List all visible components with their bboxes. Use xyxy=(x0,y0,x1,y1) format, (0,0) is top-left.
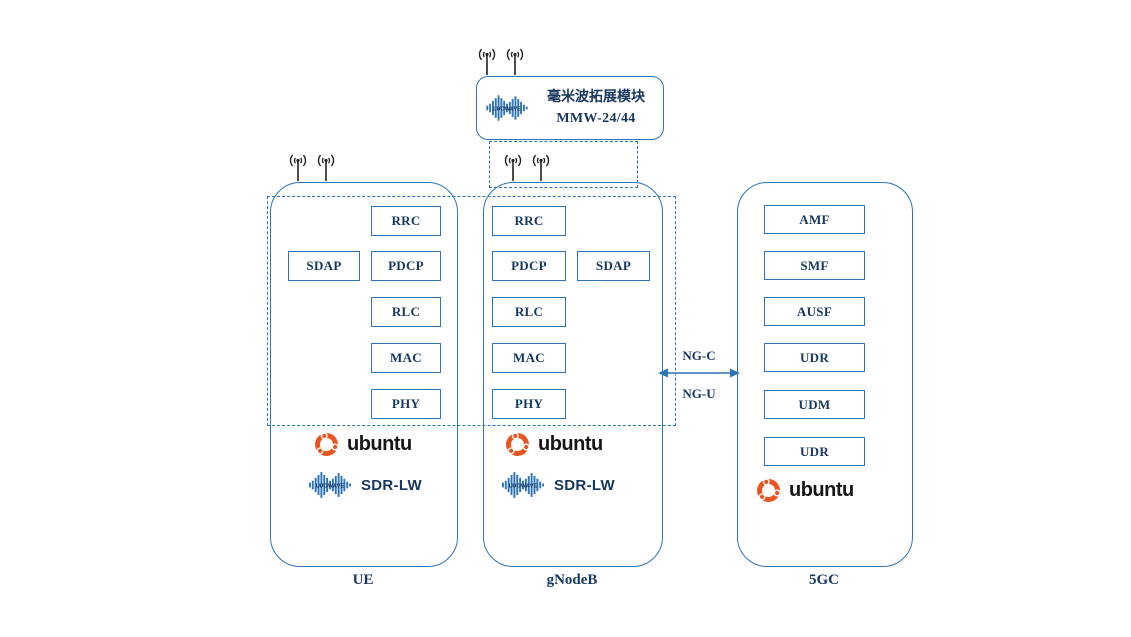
ubuntu-circle-of-friends-icon xyxy=(757,478,781,502)
mmw-title: 毫米波拓展模块 xyxy=(547,90,645,105)
gnb-pdcp-label: PDCP xyxy=(511,258,547,273)
gnb-ubuntu-logo: ubuntu xyxy=(504,431,603,458)
svg-text:LUOWAVE: LUOWAVE xyxy=(509,483,538,489)
core-smf-label: SMF xyxy=(800,257,829,273)
core-ausf-label: AUSF xyxy=(796,303,833,319)
ue-phy-label: PHY xyxy=(391,396,421,411)
mmw-model: MMW-24/44 xyxy=(556,111,636,126)
luowave-logo: LUOWAVE xyxy=(308,472,352,498)
gnb-protocol-box-phy: PHY xyxy=(492,389,566,419)
ue-title: UE xyxy=(352,572,374,588)
ue-protocol-box-phy: PHY xyxy=(371,389,441,419)
antenna-icon xyxy=(289,154,307,181)
core-nf-box-udr: UDR xyxy=(764,343,865,372)
ue-protocol-box-sdap: SDAP xyxy=(288,251,360,281)
gnb-protocol-box-pdcp: PDCP xyxy=(492,251,566,281)
luowave-logo: LUOWAVE xyxy=(501,472,545,498)
antenna-icon xyxy=(317,154,335,181)
ubuntu-circle-of-friends-icon xyxy=(506,432,530,456)
protocol-stack-dashed-outline xyxy=(267,196,676,426)
gnb-protocol-box-rrc: RRC xyxy=(492,206,566,236)
ng-u-label: NG-U xyxy=(682,386,716,401)
ubuntu-wordmark: ubuntu xyxy=(789,479,854,501)
ue-box xyxy=(270,182,458,567)
ue-protocol-box-rlc: RLC xyxy=(371,297,441,327)
core-nf-box-udm: UDM xyxy=(764,390,865,419)
gnb-rlc-label: RLC xyxy=(514,304,544,319)
gnodeb-title: gNodeB xyxy=(546,572,598,588)
gnb-protocol-box-rlc: RLC xyxy=(492,297,566,327)
core-ubuntu-logo: ubuntu xyxy=(755,477,854,504)
ue-sdap-label: SDAP xyxy=(306,258,342,273)
gnb-rrc-label: RRC xyxy=(514,213,544,228)
ue-sdr-lw-logo: LUOWAVE SDR-LW xyxy=(308,469,422,501)
antenna-icon xyxy=(506,48,524,75)
ue-protocol-box-mac: MAC xyxy=(371,343,441,373)
sdr-lw-label: SDR-LW xyxy=(361,476,422,494)
ubuntu-circle-of-friends-icon xyxy=(315,432,339,456)
gnb-protocol-box-mac: MAC xyxy=(492,343,566,373)
core-udm-label: UDM xyxy=(798,396,831,412)
ue-protocol-box-pdcp: PDCP xyxy=(371,251,441,281)
ue-protocol-box-rrc: RRC xyxy=(371,206,441,236)
core-nf-box-udr2: UDR xyxy=(764,437,865,466)
mmw-module-box: LUOWAVE 毫米波拓展模块 MMW-24/44 xyxy=(476,76,664,140)
core-nf-box-ausf: AUSF xyxy=(764,297,865,326)
svg-text:LUOWAVE: LUOWAVE xyxy=(493,106,521,112)
ubuntu-wordmark: ubuntu xyxy=(347,433,412,455)
gnb-mac-label: MAC xyxy=(513,350,545,365)
ubuntu-wordmark: ubuntu xyxy=(538,433,603,455)
ng-c-label: NG-C xyxy=(682,348,716,363)
core-udr-label: UDR xyxy=(799,349,830,365)
ue-ubuntu-logo: ubuntu xyxy=(313,431,412,458)
gnb-protocol-box-sdap: SDAP xyxy=(577,251,650,281)
core-amf-label: AMF xyxy=(799,211,830,227)
core-udr2-label: UDR xyxy=(799,443,830,459)
mmw-gnb-dashed-link xyxy=(489,141,638,188)
core-nf-box-smf: SMF xyxy=(764,251,865,280)
ng-interface-arrow xyxy=(658,368,740,378)
antenna-icon xyxy=(532,154,550,181)
core-5gc-box xyxy=(737,182,913,567)
antenna-icon xyxy=(478,48,496,75)
ue-rlc-label: RLC xyxy=(391,304,421,319)
gnb-sdr-lw-logo: LUOWAVE SDR-LW xyxy=(501,469,615,501)
svg-text:LUOWAVE: LUOWAVE xyxy=(316,483,345,489)
ue-pdcp-label: PDCP xyxy=(388,258,424,273)
gnb-sdap-label: SDAP xyxy=(595,258,632,273)
gnb-phy-label: PHY xyxy=(514,396,544,411)
sdr-lw-label: SDR-LW xyxy=(554,476,615,494)
antenna-icon xyxy=(504,154,522,181)
ue-rrc-label: RRC xyxy=(391,213,421,228)
luowave-logo: LUOWAVE xyxy=(486,95,528,121)
ue-mac-label: MAC xyxy=(390,350,422,365)
core-5gc-title: 5GC xyxy=(809,572,839,588)
core-nf-box-amf: AMF xyxy=(764,205,865,234)
